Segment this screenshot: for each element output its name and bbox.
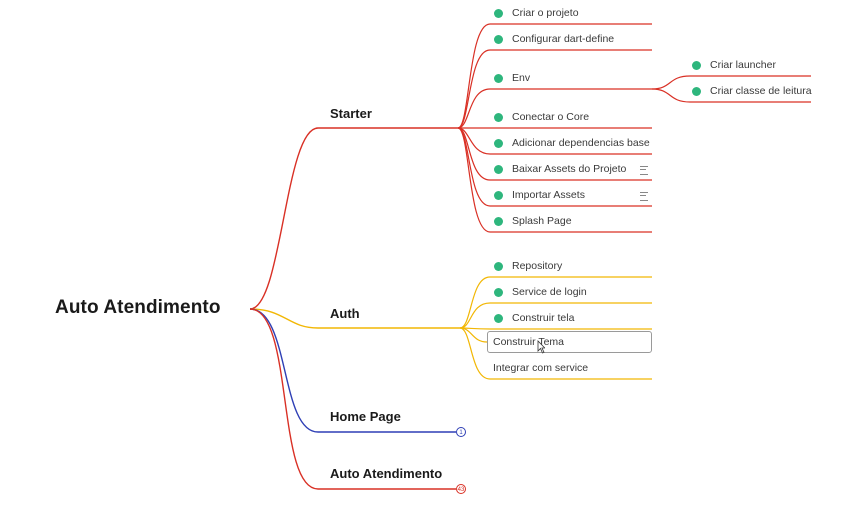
subtopic-criar-launcher[interactable]: Criar launcher <box>692 56 776 74</box>
root-topic[interactable]: Auto Atendimento <box>55 297 221 318</box>
done-status-icon <box>692 86 701 96</box>
subtopic-conectar-o-core[interactable]: Conectar o Core <box>494 108 589 126</box>
connector-root-auth <box>249 308 460 329</box>
done-status-icon <box>494 112 503 122</box>
collapsed-count-badge[interactable]: 1 <box>456 427 466 437</box>
subtopic-label: Construir tela <box>512 312 575 324</box>
subtopic-label: Criar launcher <box>710 59 776 71</box>
subtopic-label: Splash Page <box>512 215 572 227</box>
done-status-icon <box>494 138 503 148</box>
subtopic-criar-o-projeto[interactable]: Criar o projeto <box>494 4 579 22</box>
topic-auto-atendimento[interactable]: Auto Atendimento <box>330 466 443 481</box>
subtopic-criar-classe-de-leitura[interactable]: Criar classe de leitura <box>692 82 812 100</box>
subtopic-label: Criar classe de leitura <box>710 85 812 97</box>
done-status-icon <box>494 287 503 297</box>
subtopic-construir-tema-editor[interactable]: Construir Tema <box>487 331 652 353</box>
done-status-icon <box>494 73 503 83</box>
subtopic-label: Repository <box>512 260 563 272</box>
topic-starter[interactable]: Starter <box>330 106 372 121</box>
subtopic-splash-page[interactable]: Splash Page <box>494 212 572 230</box>
done-status-icon <box>494 8 503 18</box>
note-icon[interactable] <box>640 192 648 201</box>
topic-auth[interactable]: Auth <box>330 306 360 321</box>
connector-root-auto <box>249 308 456 490</box>
subtopic-label: Baixar Assets do Projeto <box>512 163 627 175</box>
subtopic-adicionar-dependencias-base[interactable]: Adicionar dependencias base <box>494 134 650 152</box>
subtopic-integrar-com-service[interactable]: Integrar com service <box>493 359 588 377</box>
subtopic-service-de-login[interactable]: Service de login <box>494 283 587 301</box>
collapsed-count-badge[interactable]: 43 <box>456 484 466 494</box>
note-icon[interactable] <box>640 166 648 175</box>
text-cursor-icon <box>537 340 545 354</box>
done-status-icon <box>494 34 503 44</box>
subtopic-label: Adicionar dependencias base <box>512 137 650 149</box>
auth-connectors <box>459 276 652 380</box>
subtopic-baixar-assets-do-projeto[interactable]: Baixar Assets do Projeto <box>494 160 626 178</box>
done-status-icon <box>494 261 503 271</box>
topic-home-page[interactable]: Home Page <box>330 409 401 424</box>
subtopic-construir-tela[interactable]: Construir tela <box>494 309 574 327</box>
done-status-icon <box>692 60 701 70</box>
done-status-icon <box>494 313 503 323</box>
subtopic-label: Conectar o Core <box>512 111 590 123</box>
starter-connectors <box>457 23 811 233</box>
subtopic-label: Env <box>512 72 531 84</box>
done-status-icon <box>494 216 503 226</box>
subtopic-repository[interactable]: Repository <box>494 257 562 275</box>
subtopic-importar-assets[interactable]: Importar Assets <box>494 186 585 204</box>
subtopic-label: Configurar dart-define <box>512 33 615 45</box>
subtopic-label: Integrar com service <box>493 362 589 374</box>
connector-root-starter <box>249 127 458 310</box>
connector-root-home <box>249 308 456 433</box>
done-status-icon <box>494 190 503 200</box>
subtopic-label: Service de login <box>512 286 587 298</box>
done-status-icon <box>494 164 503 174</box>
subtopic-label: Criar o projeto <box>512 7 579 19</box>
subtopic-env[interactable]: Env <box>494 69 530 87</box>
subtopic-configurar-dart-define[interactable]: Configurar dart-define <box>494 30 614 48</box>
subtopic-label: Importar Assets <box>512 189 585 201</box>
